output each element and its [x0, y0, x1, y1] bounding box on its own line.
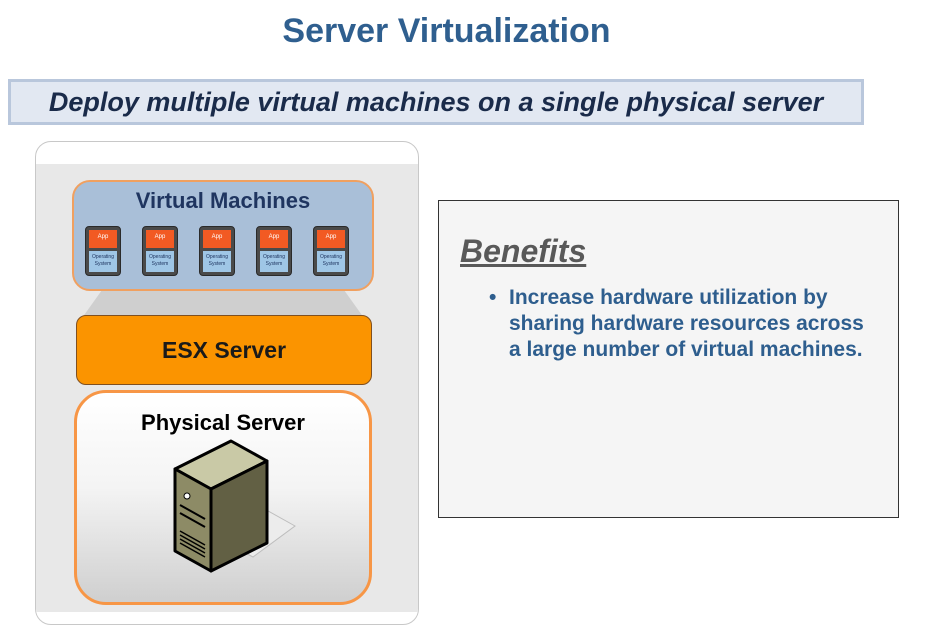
esx-server-layer: ESX Server	[76, 315, 372, 385]
vm-app-label: App	[260, 230, 288, 248]
physical-server-layer: Physical Server	[74, 390, 372, 605]
vm-os-label: Operating System	[260, 251, 288, 272]
vm-icon: App Operating System	[85, 226, 121, 276]
vm-os-label: Operating System	[317, 251, 345, 272]
benefits-heading: Benefits	[460, 233, 587, 269]
list-item: • Increase hardware utilization by shari…	[489, 285, 881, 363]
server-tower-icon	[173, 439, 296, 573]
subtitle-text: Deploy multiple virtual machines on a si…	[48, 86, 824, 117]
virtual-machines-label: Virtual Machines	[135, 188, 311, 213]
vm-icon: App Operating System	[142, 226, 178, 276]
vm-os-label: Operating System	[146, 251, 174, 272]
vm-os-label: Operating System	[203, 251, 231, 272]
benefits-panel: Benefits • Increase hardware utilization…	[438, 200, 899, 518]
vm-icon: App Operating System	[199, 226, 235, 276]
vm-app-label: App	[203, 230, 231, 248]
vm-icon: App Operating System	[313, 226, 349, 276]
vm-app-label: App	[146, 230, 174, 248]
benefits-list: • Increase hardware utilization by shari…	[489, 285, 881, 363]
bullet-icon: •	[489, 286, 497, 309]
vm-to-esx-connector	[82, 290, 364, 318]
physical-server-label: Physical Server	[141, 410, 305, 435]
vm-os-label: Operating System	[89, 251, 117, 272]
vm-icon-row: App Operating System App Operating Syste…	[85, 226, 349, 276]
vm-app-label: App	[317, 230, 345, 248]
vm-app-label: App	[89, 230, 117, 248]
page-title: Server Virtualization	[282, 12, 611, 50]
esx-server-label: ESX Server	[161, 336, 287, 363]
benefit-text: Increase hardware utilization by sharing…	[509, 286, 864, 361]
virtual-machines-layer: Virtual Machines App Operating System Ap…	[72, 180, 374, 291]
vm-icon: App Operating System	[256, 226, 292, 276]
subtitle-banner: Deploy multiple virtual machines on a si…	[8, 79, 864, 125]
